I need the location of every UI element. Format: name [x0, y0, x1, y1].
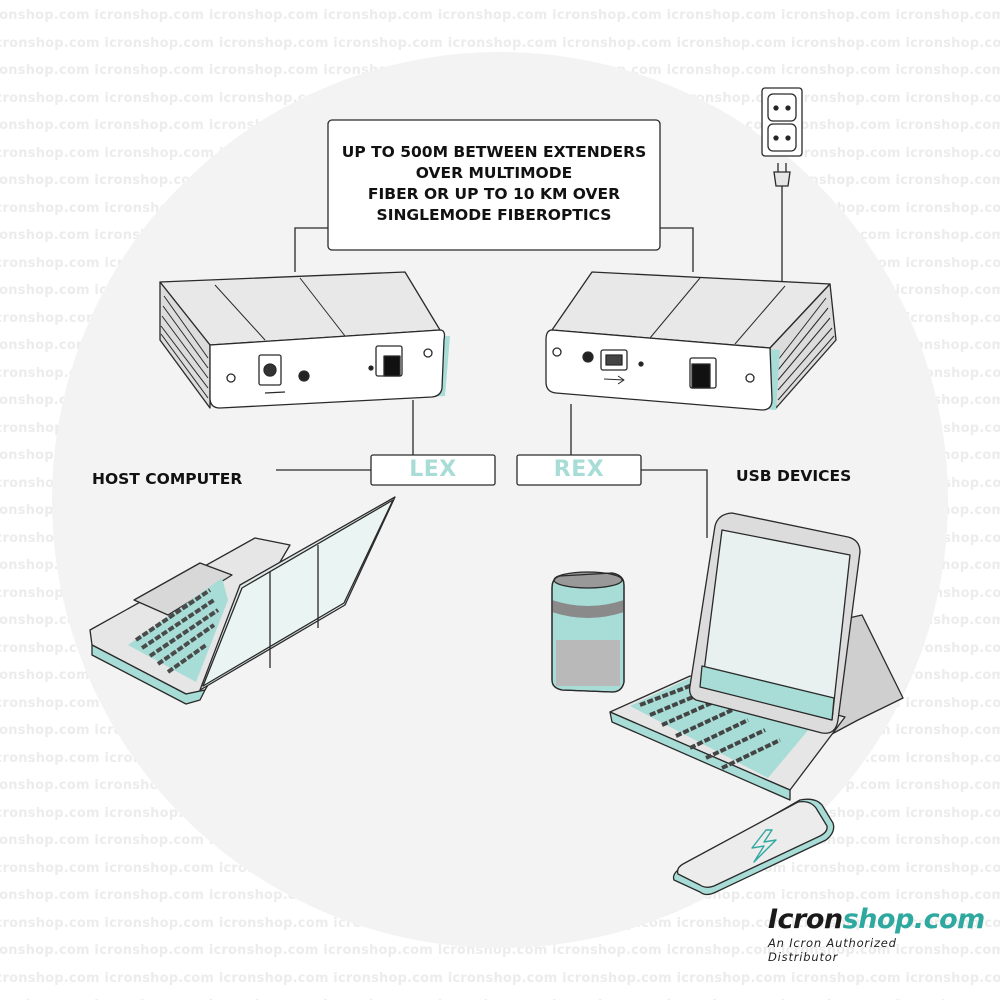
- brand-name-part1: Icron: [768, 904, 843, 935]
- callout-line-2: OVER MULTIMODE: [415, 164, 573, 182]
- speaker-illustration: [551, 571, 625, 693]
- device-connectors: [276, 400, 708, 538]
- rex-tag-box: [516, 454, 642, 486]
- power-outlet-icon: [761, 87, 803, 157]
- tablet-illustration: [609, 512, 904, 801]
- phone-illustration: [672, 798, 835, 896]
- power-plug-icon: [773, 163, 791, 282]
- rex-tag-label: REX: [553, 457, 605, 482]
- callout-line-1: UP TO 500M BETWEEN EXTENDERS: [341, 143, 647, 161]
- lex-extender: [159, 271, 450, 409]
- lex-tag-label: LEX: [409, 457, 457, 482]
- brand-logo: Icronshop.com An Icron Authorized Distri…: [768, 904, 985, 964]
- callout-text: UP TO 500M BETWEEN EXTENDERS OVER MULTIM…: [330, 142, 658, 226]
- watermark-row: icronshop.com icronshop.com icronshop.co…: [0, 943, 1000, 958]
- host-computer-label: HOST COMPUTER: [92, 470, 243, 488]
- brand-name: Icronshop.com: [768, 904, 985, 935]
- watermark-row: icronshop.com icronshop.com icronshop.co…: [0, 998, 1000, 1000]
- watermark-row: icronshop.com icronshop.com icronshop.co…: [0, 8, 1000, 23]
- callout-line-4: SINGLEMODE FIBEROPTICS: [376, 206, 612, 224]
- lightning-icon: [751, 829, 777, 863]
- lex-tag-box: [370, 454, 496, 486]
- callout-line-3: FIBER OR UP TO 10 KM OVER: [367, 185, 621, 203]
- laptop-illustration: [89, 496, 396, 705]
- usb-devices-label: USB DEVICES: [736, 467, 852, 485]
- callout-connectors: [294, 227, 694, 272]
- callout-box: [327, 119, 661, 251]
- watermark-row: icronshop.com icronshop.com icronshop.co…: [0, 35, 1000, 51]
- brand-name-part2: shop.com: [842, 904, 986, 935]
- watermark-row: icronshop.com icronshop.com icronshop.co…: [0, 970, 1000, 986]
- brand-tagline: An Icron Authorized Distributor: [768, 936, 897, 964]
- rex-extender: [545, 271, 837, 411]
